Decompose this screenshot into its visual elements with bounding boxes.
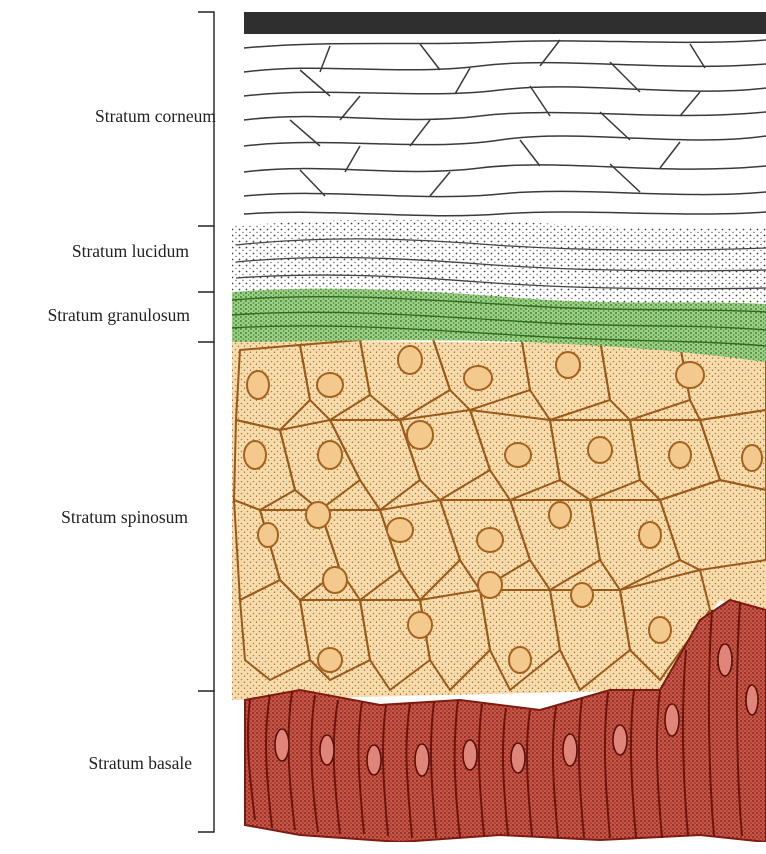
label-stratum-lucidum: Stratum lucidum: [72, 243, 189, 261]
bracket-lucidum: [198, 226, 214, 292]
bracket-granulosum: [198, 292, 214, 342]
bracket-spinosum: [198, 342, 214, 691]
label-stratum-granulosum: Stratum granulosum: [48, 307, 190, 325]
label-stratum-corneum: Stratum corneum: [95, 108, 216, 126]
bracket-basale: [198, 691, 214, 832]
layer-brackets: [198, 12, 214, 832]
label-stratum-spinosum: Stratum spinosum: [61, 509, 188, 527]
corneum-scales: [244, 40, 766, 216]
label-stratum-basale: Stratum basale: [88, 755, 192, 773]
corneum-top-band: [244, 12, 766, 34]
